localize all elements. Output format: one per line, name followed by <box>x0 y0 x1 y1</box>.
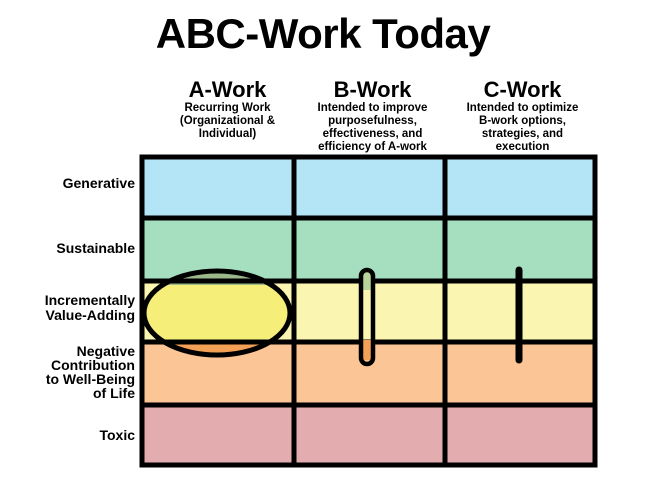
column-name: C-Work <box>483 77 562 102</box>
row-label-line: Generative <box>62 175 135 191</box>
row-label-incrementally-value-adding: Incrementally Value-Adding <box>45 293 135 323</box>
column-header-c: C-Work Intended to optimize B-work optio… <box>445 78 600 154</box>
column-header-a: A-Work Recurring Work (Organizational & … <box>150 78 305 141</box>
column-description-line: Intended to optimize <box>466 102 579 114</box>
page-title: ABC-Work Today <box>155 10 491 57</box>
row-band-generative <box>142 157 595 218</box>
column-description-line: B-work options, <box>479 115 566 127</box>
column-description-line: purposefulness, <box>328 115 417 127</box>
grid-border <box>139 154 598 468</box>
row-label-line: Value-Adding <box>45 307 135 323</box>
row-label-line: of Life <box>93 385 135 401</box>
pill-fill-top <box>362 270 372 290</box>
column-name: B-Work <box>333 77 412 102</box>
column-description-line: (Organizational & <box>179 115 276 127</box>
row-label-line: Incrementally <box>44 292 135 308</box>
column-name: A-Work <box>188 77 267 102</box>
row-label-line: to Well-Being <box>45 371 135 387</box>
row-label-sustainable: Sustainable <box>56 241 135 256</box>
column-description-line: efficiency of A-work <box>318 141 427 153</box>
pill-fill-bottom <box>362 340 372 360</box>
row-label-toxic: Toxic <box>99 428 135 443</box>
column-description-line: execution <box>495 141 550 153</box>
column-header-b: B-Work Intended to improve purposefulnes… <box>295 78 450 154</box>
column-description-line: Individual) <box>198 128 257 140</box>
row-label-line: Sustainable <box>56 240 135 256</box>
row-label-line: Negative <box>76 343 135 359</box>
pill-marker-b-work <box>358 267 376 367</box>
row-label-line: Contribution <box>51 357 135 373</box>
row-label-generative: Generative <box>63 176 135 191</box>
column-description-line: Intended to improve <box>317 102 428 114</box>
row-label-line: Toxic <box>99 427 135 443</box>
column-description-line: strategies, and <box>481 128 564 140</box>
row-label-negative-contribution: Negative Contribution to Well-Being of L… <box>46 344 135 400</box>
grid-rows <box>142 157 595 465</box>
column-description-line: Recurring Work <box>184 102 271 114</box>
row-band-toxic <box>142 405 595 465</box>
column-description-line: effectiveness, and <box>322 128 423 140</box>
pill-outline <box>358 267 376 367</box>
